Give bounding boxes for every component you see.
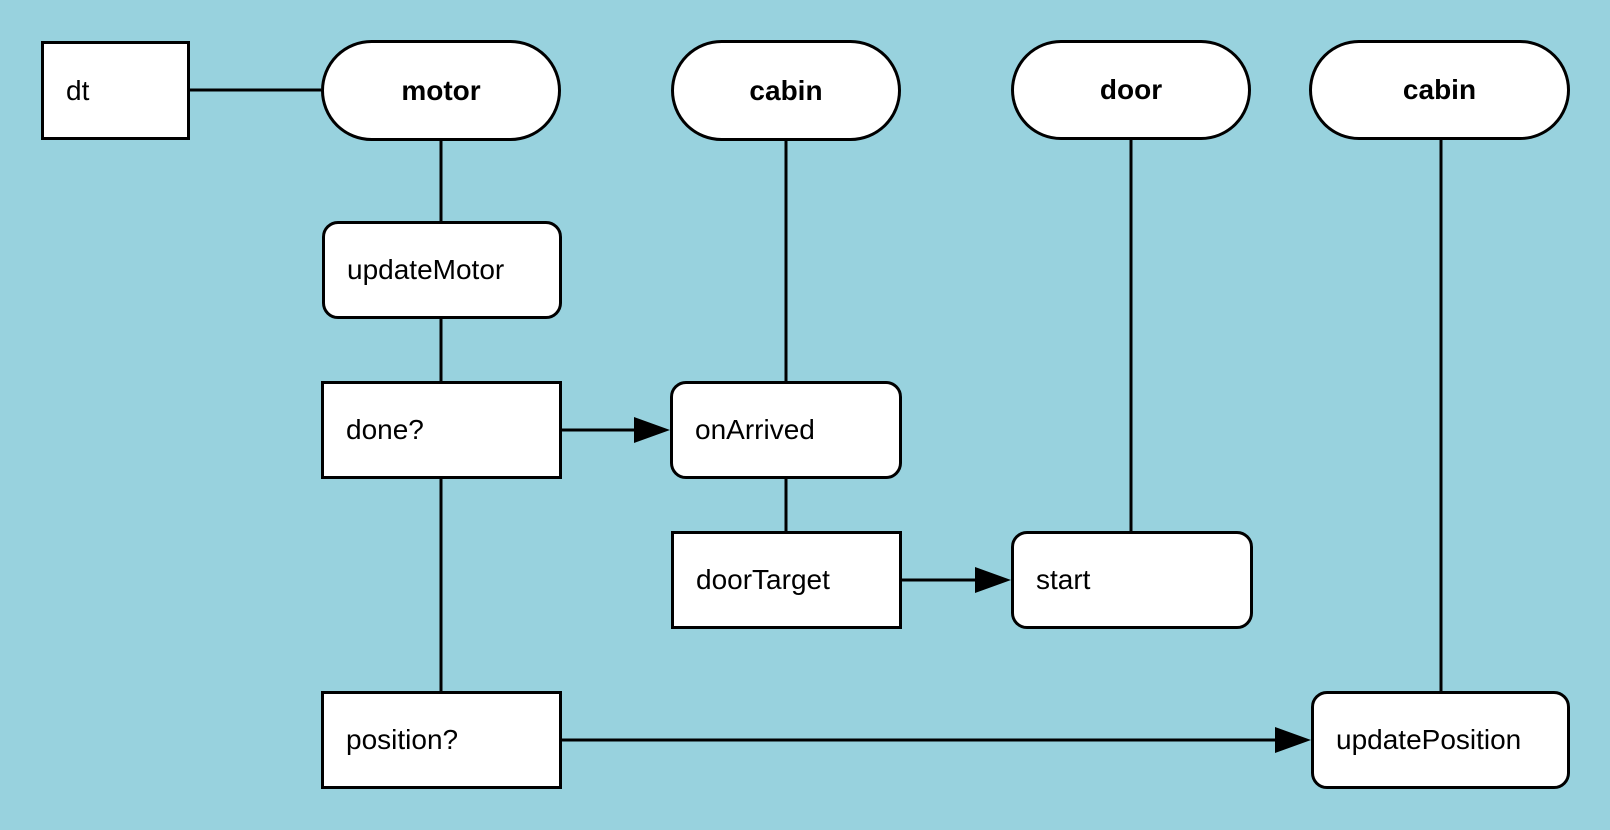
node-updatePosition-label: updatePosition bbox=[1336, 724, 1522, 755]
arrow-done-onArrived bbox=[562, 417, 670, 443]
actor-motor: motor bbox=[321, 40, 561, 141]
node-start: start bbox=[1011, 531, 1253, 629]
node-updateMotor: updateMotor bbox=[322, 221, 562, 319]
actor-door: door bbox=[1011, 40, 1251, 140]
actor-cabin-right-label: cabin bbox=[1402, 74, 1477, 105]
node-done-label: done? bbox=[346, 414, 424, 445]
node-onArrived: onArrived bbox=[670, 381, 902, 479]
node-position-label: position? bbox=[346, 724, 459, 755]
node-onArrived-label: onArrived bbox=[695, 414, 815, 445]
arrow-position-updatePosition bbox=[562, 727, 1311, 753]
node-doorTarget-label: doorTarget bbox=[696, 564, 830, 595]
actor-motor-label: motor bbox=[401, 74, 481, 106]
node-dt: dt bbox=[41, 41, 190, 140]
arrow-doorTarget-start bbox=[902, 567, 1011, 593]
node-start-label: start bbox=[1036, 564, 1091, 595]
node-doorTarget: doorTarget bbox=[671, 531, 902, 629]
node-updatePosition: updatePosition bbox=[1311, 691, 1570, 789]
actor-cabin-label: cabin bbox=[749, 74, 823, 106]
node-dt-label: dt bbox=[66, 74, 90, 106]
actor-cabin: cabin bbox=[671, 40, 901, 141]
actor-door-label: door bbox=[1099, 74, 1163, 105]
node-position: position? bbox=[321, 691, 562, 789]
actor-cabin-right: cabin bbox=[1309, 40, 1570, 140]
node-done: done? bbox=[321, 381, 562, 479]
node-updateMotor-label: updateMotor bbox=[347, 254, 505, 285]
